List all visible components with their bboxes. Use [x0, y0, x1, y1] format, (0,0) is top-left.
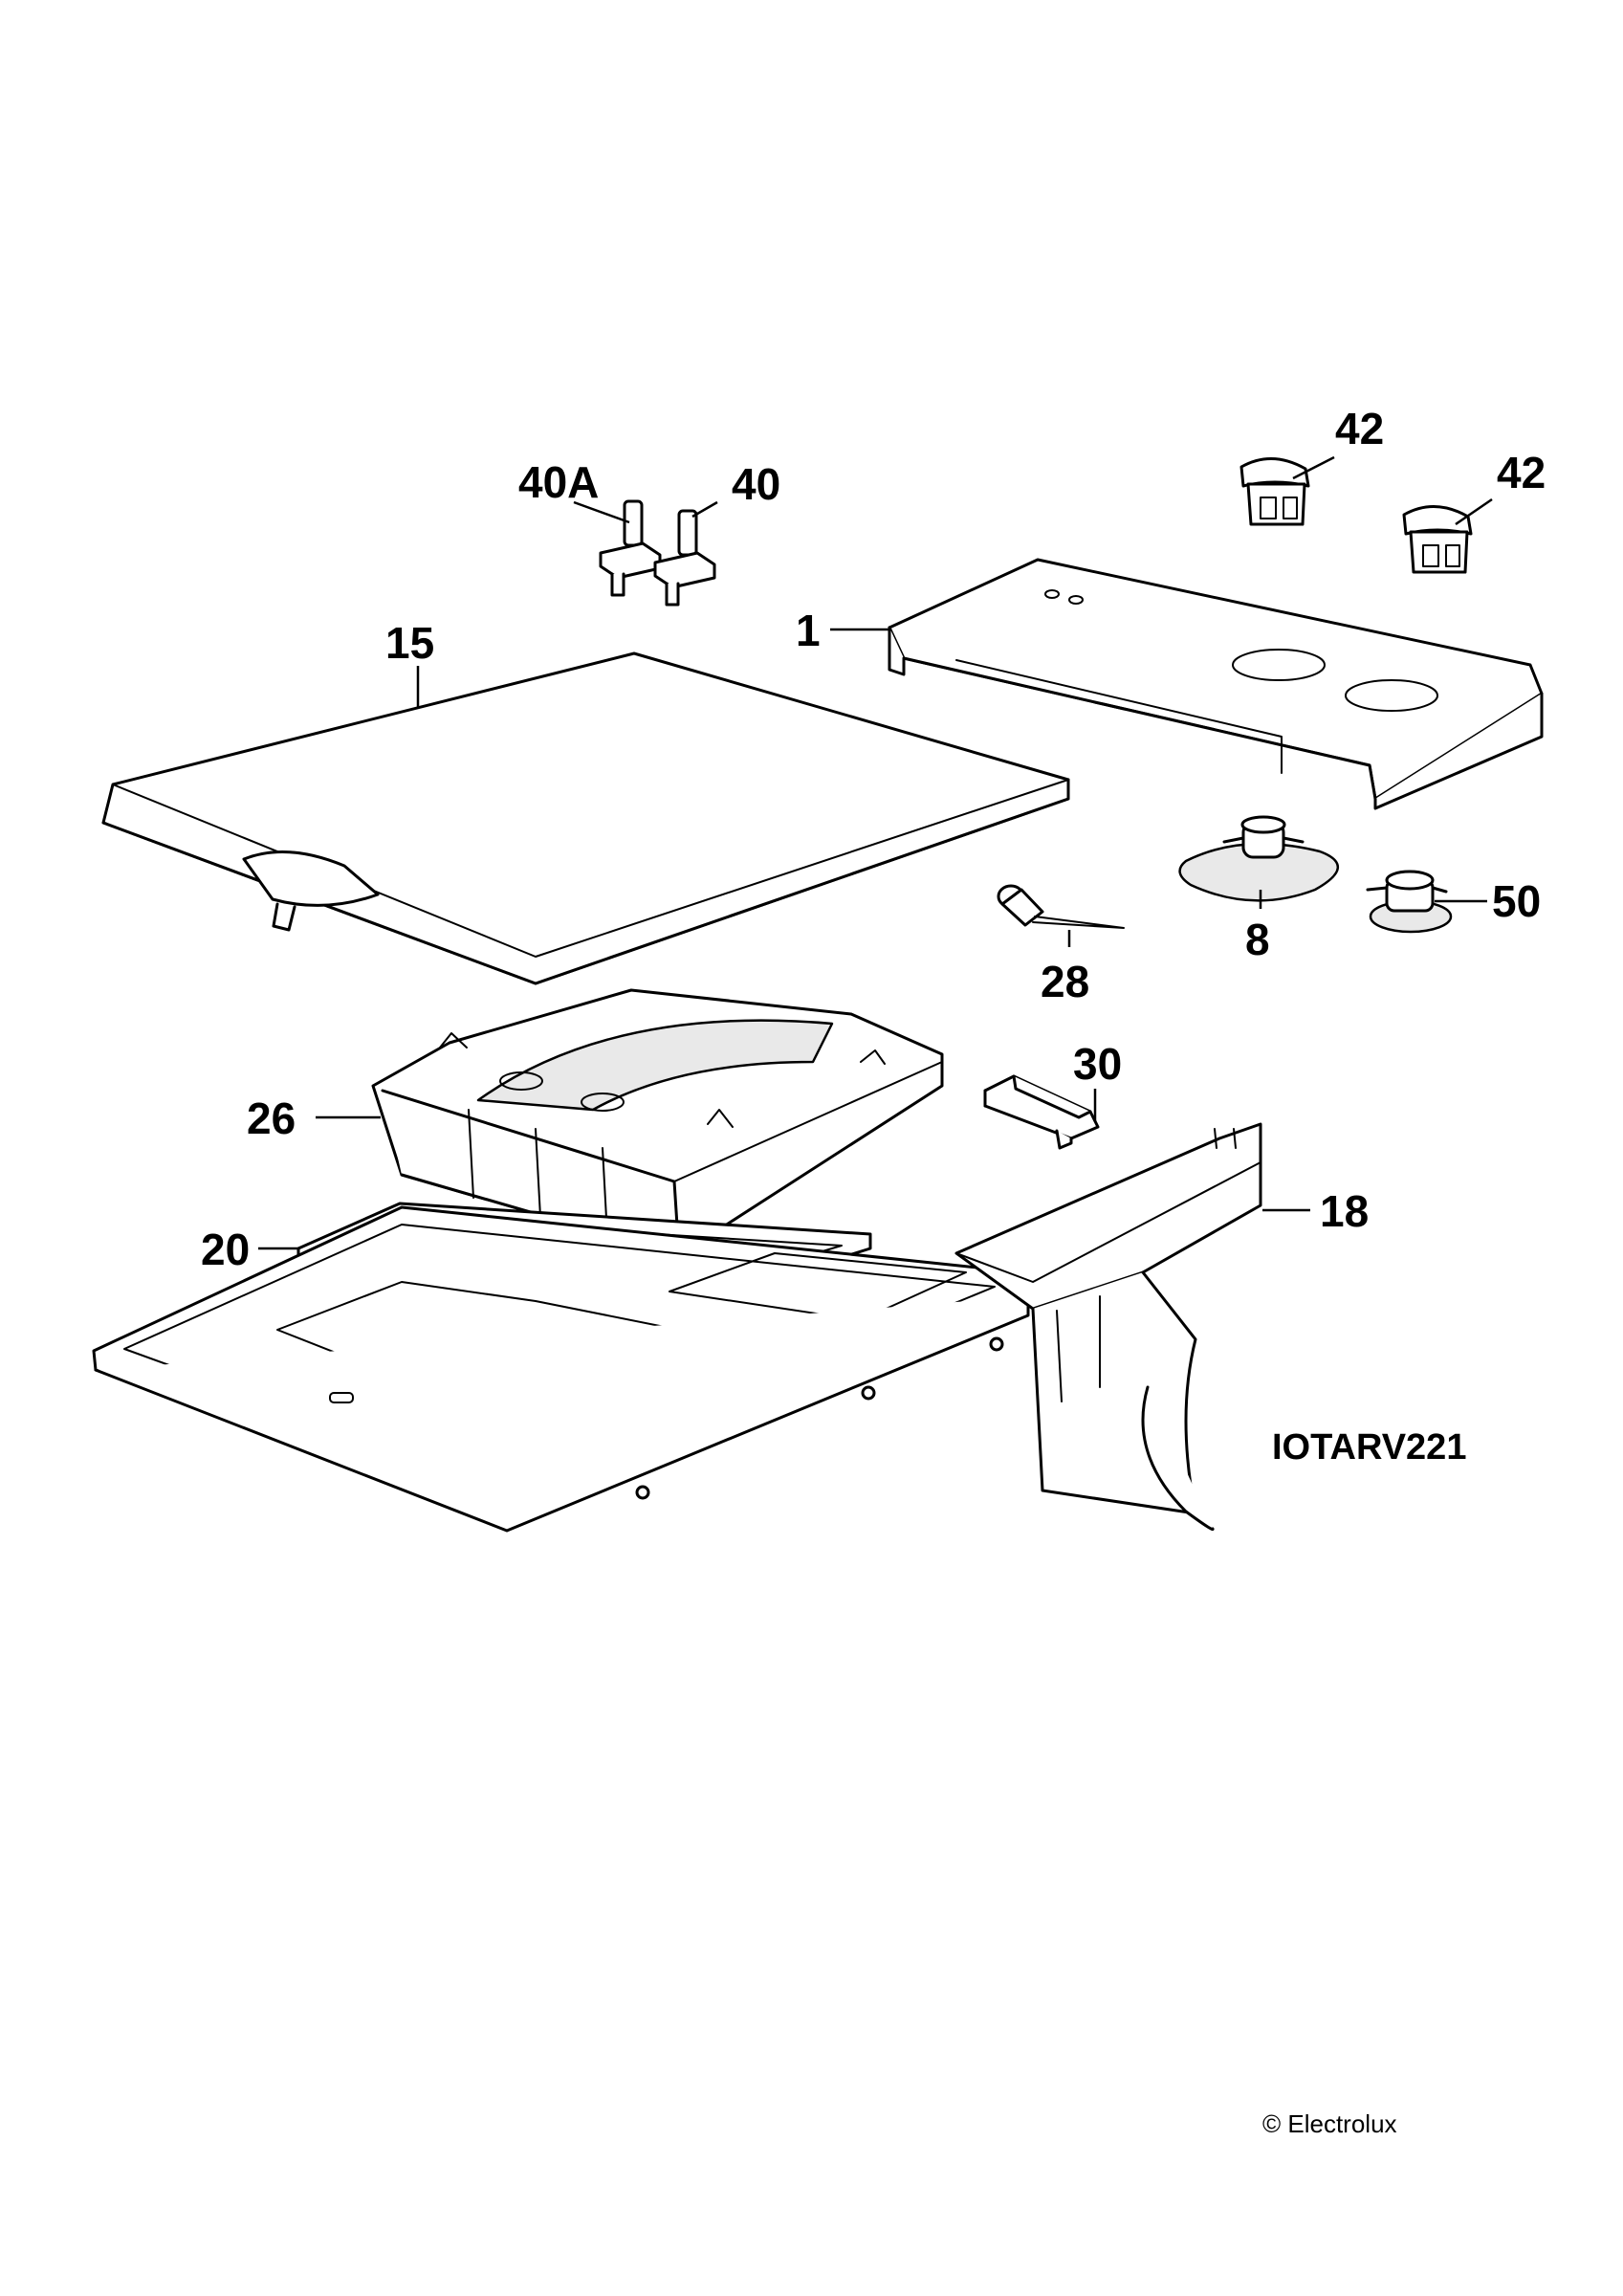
- part-15-lid: [101, 651, 1070, 985]
- base-tray: [92, 1205, 1030, 1533]
- callout-42-left: 42: [1335, 404, 1384, 453]
- drawing-code: IOTARV221: [1272, 1427, 1466, 1468]
- part-42-knob-right: [1402, 505, 1473, 574]
- callout-42-right: 42: [1497, 448, 1546, 497]
- part-8-valve: [1178, 815, 1340, 902]
- leader-lines: [258, 455, 1493, 1250]
- part-50-valve: [1366, 870, 1453, 934]
- callout-8: 8: [1245, 915, 1270, 964]
- part-30-clip: [983, 1074, 1100, 1150]
- callout-labels: 40A 40 42 42 1 15 28 8 50 30 26 18 20: [201, 404, 1546, 1274]
- callout-18: 18: [1320, 1186, 1369, 1236]
- copyright: © Electrolux: [1262, 2109, 1397, 2138]
- part-42-knob-left: [1239, 457, 1310, 526]
- part-40-pin: [653, 509, 716, 607]
- callout-30: 30: [1073, 1039, 1122, 1089]
- callout-28: 28: [1041, 957, 1089, 1006]
- callout-15: 15: [385, 618, 434, 668]
- callout-40a: 40A: [518, 457, 599, 507]
- callout-40: 40: [732, 459, 780, 509]
- callout-26: 26: [247, 1093, 296, 1143]
- callout-50: 50: [1492, 876, 1541, 926]
- part-28-probe: [997, 884, 1125, 929]
- callout-1: 1: [796, 606, 821, 655]
- part-26-dispenser: [371, 988, 944, 1257]
- part-18-inlet-channel: [954, 1122, 1262, 1532]
- part-1-control-panel: [888, 558, 1544, 810]
- callout-20: 20: [201, 1225, 250, 1274]
